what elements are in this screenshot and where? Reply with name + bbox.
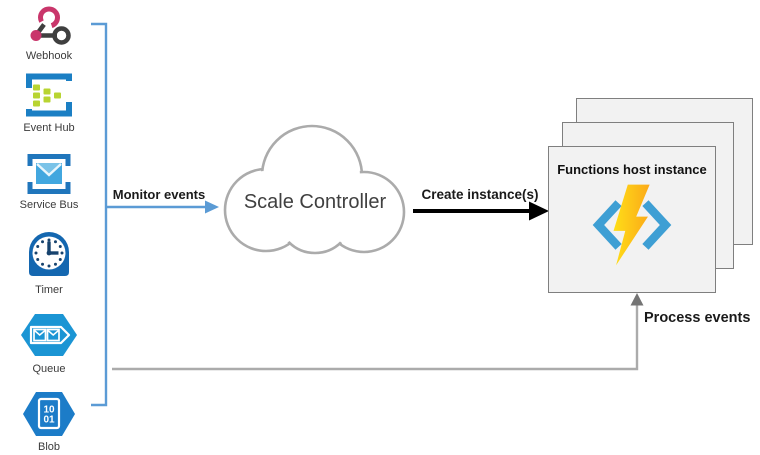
- process-events-label: Process events: [644, 310, 751, 326]
- create-instances-arrow: [413, 201, 549, 221]
- source-label-event-hub: Event Hub: [23, 122, 75, 134]
- source-label-webhook: Webhook: [25, 50, 73, 62]
- scale-controller-cloud: [223, 124, 406, 255]
- scale-controller-label: Scale Controller: [243, 191, 387, 213]
- blob-doc-line-1: 10: [43, 405, 55, 416]
- source-item-blob: 10 01 Blob: [2, 390, 96, 454]
- process-events-connector: [112, 293, 644, 371]
- source-item-service-bus: Service Bus: [2, 152, 96, 212]
- timer-icon: [29, 232, 69, 276]
- host-instance-title: Functions host instance: [557, 162, 707, 177]
- source-item-webhook: Webhook: [2, 5, 96, 63]
- webhook-icon: [30, 6, 71, 45]
- blob-icon: 10 01: [23, 392, 75, 436]
- source-label-service-bus: Service Bus: [19, 199, 79, 211]
- monitor-events-label: Monitor events: [112, 187, 206, 202]
- source-item-queue: Queue: [2, 310, 96, 376]
- source-label-timer: Timer: [35, 284, 63, 296]
- source-label-blob: Blob: [37, 441, 61, 453]
- queue-icon: [21, 314, 77, 356]
- source-item-event-hub: Event Hub: [2, 71, 96, 135]
- source-label-queue: Queue: [32, 363, 66, 375]
- azure-functions-logo-icon: [592, 184, 672, 266]
- event-hub-icon: [26, 73, 72, 117]
- create-instances-label: Create instance(s): [421, 187, 539, 202]
- monitor-events-arrow: [106, 200, 219, 214]
- host-instance-box-front: Functions host instance: [548, 146, 716, 293]
- service-bus-icon: [27, 154, 71, 194]
- blob-doc-line-2: 01: [43, 415, 55, 426]
- source-item-timer: Timer: [2, 229, 96, 297]
